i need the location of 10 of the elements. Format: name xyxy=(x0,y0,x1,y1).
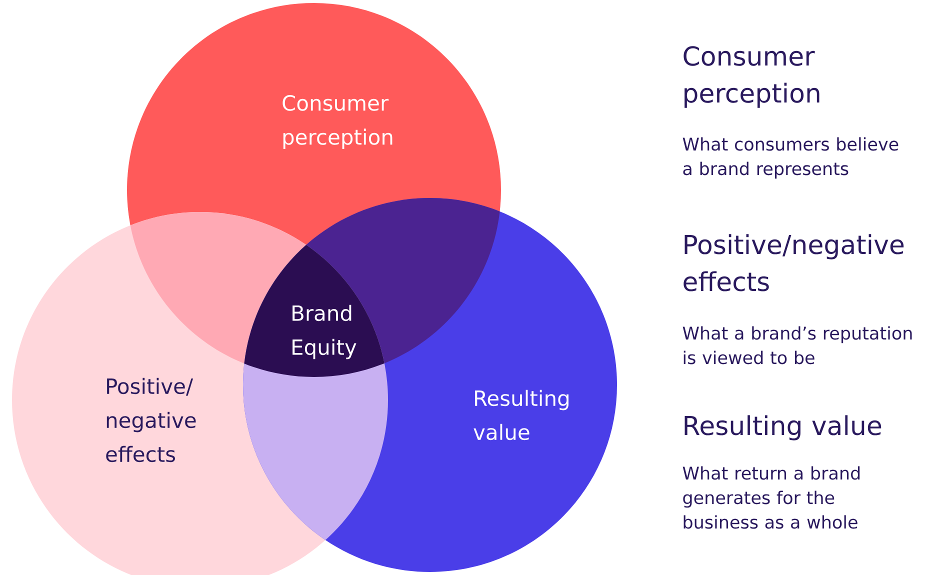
description: What consumers believe a brand represents xyxy=(682,137,898,179)
circle-label: Positive/ negative effects xyxy=(106,378,196,462)
heading: Positive/negative effects xyxy=(684,234,904,292)
heading: Resulting value xyxy=(684,415,882,440)
description: What a brand’s reputation is viewed to be xyxy=(682,326,912,364)
circle-label: Consumer perception xyxy=(282,95,392,149)
center-label: Brand Equity xyxy=(292,304,356,360)
heading: Consumer perception xyxy=(684,46,820,108)
circle-label: Resulting value xyxy=(474,390,568,440)
description: What return a brand generates for the business as a whole xyxy=(682,466,860,529)
